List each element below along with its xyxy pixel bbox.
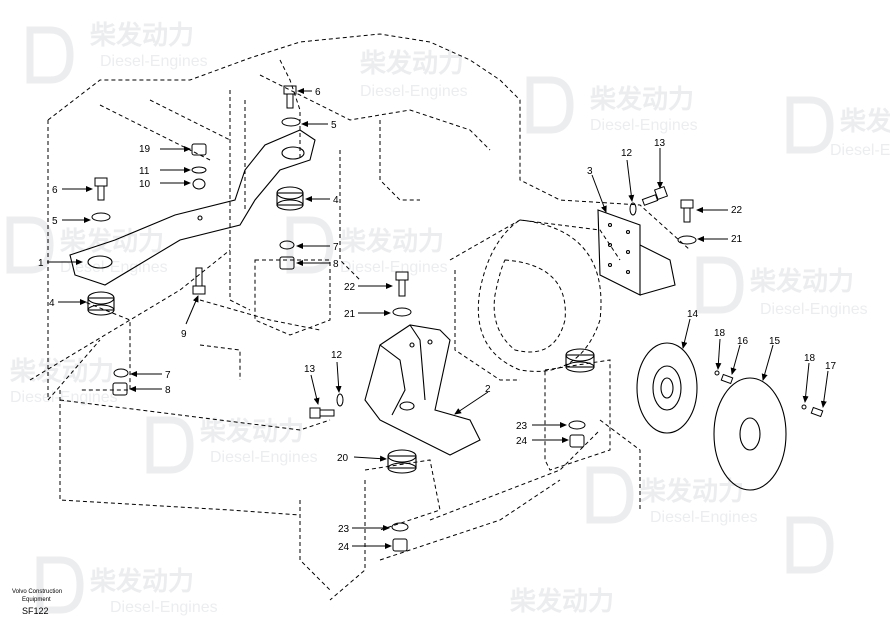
callout-23-right: 23 [516, 421, 528, 432]
frame-outline [29, 33, 691, 601]
callout-22-center: 22 [344, 282, 356, 293]
washer-nut-7-8-center [279, 240, 295, 270]
watermark-text-cn: 柴发动力 [839, 106, 890, 136]
callout-5: 5 [331, 120, 337, 131]
callout-1: 1 [38, 258, 44, 269]
callout-13-right: 13 [654, 138, 666, 149]
watermark-text-cn: 柴发动力 [89, 566, 194, 596]
bolt-13-washer-12-right [629, 185, 669, 216]
callout-7-left: 7 [165, 370, 171, 381]
watermark-text-cn: 柴发动力 [589, 84, 694, 114]
callout-6-left: 6 [52, 185, 58, 196]
callout-24-right: 24 [516, 436, 528, 447]
bolt-6-left [91, 177, 111, 222]
engine-mount-bracket-2 [364, 324, 481, 456]
callout-21-right: 21 [731, 234, 743, 245]
callout-8-left: 8 [165, 385, 171, 396]
bolt-16 [714, 370, 734, 385]
bolt-22-center [392, 271, 412, 317]
watermark-text-en: Diesel-Engines [590, 117, 698, 134]
callout-6: 6 [315, 87, 321, 98]
callout-labels: 6 5 19 11 10 6 5 1 4 4 7 8 9 7 8 22 21 1… [38, 87, 837, 553]
rubber-mount-right [565, 348, 595, 373]
callout-16: 16 [737, 336, 749, 347]
callout-11: 11 [139, 166, 150, 177]
callout-5-left: 5 [52, 216, 58, 227]
bracket-3 [597, 209, 676, 296]
watermark-text-cn: 柴发动力 [339, 226, 444, 256]
callout-7-center: 7 [333, 242, 339, 253]
engine-mount-bracket-left [69, 129, 316, 286]
watermark-text-cn: 柴发动力 [359, 48, 464, 78]
callout-18-left: 18 [714, 328, 726, 339]
watermark-text-en: Diesel-Engines [210, 449, 318, 466]
callout-3: 3 [587, 166, 593, 177]
flex-plate-15 [713, 377, 787, 491]
rubber-mount-4-center [276, 186, 304, 211]
callout-12-right: 12 [621, 148, 633, 159]
bolt-22-right [677, 199, 697, 245]
callout-23-bottom: 23 [338, 524, 350, 535]
bolt-13-center [309, 393, 344, 419]
watermark-text-en: Diesel-Engines [110, 599, 218, 616]
callout-9: 9 [181, 329, 187, 340]
watermark-text-en: Diesel-Engines [10, 389, 118, 406]
watermark-text-en: Diesel-Engines [760, 301, 868, 318]
watermark-logo-icon [6, 26, 834, 614]
watermark-text-cn: 柴发动力 [749, 266, 854, 296]
bolt-17 [801, 404, 824, 418]
rubber-mount-20 [387, 449, 417, 474]
watermark-text-en: Diesel-Engines [360, 83, 468, 100]
callout-4-center: 4 [333, 195, 339, 206]
callout-8-center: 8 [333, 259, 339, 270]
watermark-text-cn: 柴发动力 [89, 20, 194, 50]
watermark-text-cn: 柴发动力 [509, 586, 614, 616]
footer-company-line2: Equipment [22, 597, 51, 603]
callout-4-left: 4 [49, 298, 55, 309]
callout-24-bottom: 24 [338, 542, 350, 553]
watermark: 柴发动力 Diesel-Engines 柴发动力 Diesel-Engines … [6, 20, 890, 616]
callout-22-right: 22 [731, 205, 743, 216]
watermark-text-en: Diesel-Engines [650, 509, 758, 526]
footer-company: Volvo Construction [12, 589, 62, 595]
callout-17: 17 [825, 361, 837, 372]
leader-lines [47, 88, 829, 549]
callout-21-center: 21 [344, 309, 356, 320]
nut-washer-stack [191, 143, 207, 190]
flex-plate-14 [636, 342, 698, 434]
watermark-text-cn: 柴发动力 [199, 416, 304, 446]
washer-nut-7-8-left [112, 368, 129, 396]
watermark-text-en: Diesel-Engines [830, 142, 890, 159]
callout-10: 10 [139, 179, 151, 190]
watermark-text-cn: 柴发动力 [9, 356, 114, 386]
watermark-text-en: Diesel-Engines [100, 53, 208, 70]
callout-19: 19 [139, 144, 151, 155]
callout-13-center: 13 [304, 364, 316, 375]
bolt-6-top [281, 85, 301, 127]
watermark-text-en: Diesel-Engines [340, 259, 448, 276]
footer: Volvo Construction Equipment SF122 [12, 589, 62, 616]
watermark-text-cn: 柴发动力 [639, 476, 744, 506]
drawing-code: SF122 [22, 606, 49, 616]
washer-nut-23-24-right [568, 420, 586, 448]
callout-2: 2 [485, 384, 491, 395]
bolt-9 [192, 267, 206, 295]
callout-14: 14 [687, 309, 699, 320]
callout-12-center: 12 [331, 350, 343, 361]
callout-20: 20 [337, 453, 349, 464]
washer-nut-23-24-bottom [391, 522, 409, 552]
rubber-mount-4-left [87, 291, 115, 316]
callout-18-right: 18 [804, 353, 816, 364]
callout-15: 15 [769, 336, 781, 347]
